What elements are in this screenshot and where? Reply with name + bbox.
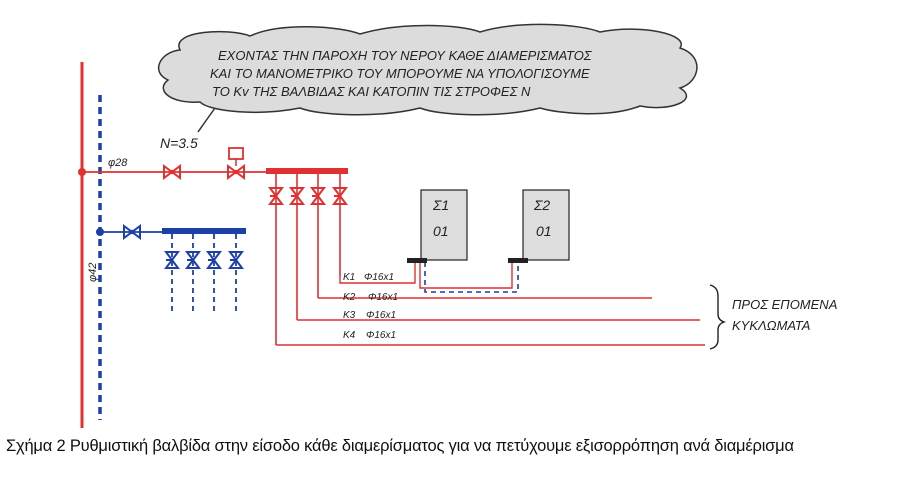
cloud-line-1: ΕΧΟΝΤΑΣ ΤΗΝ ΠΑΡΟΧΗ ΤΟΥ ΝΕΡΟΥ ΚΑΘΕ ΔΙΑΜΕΡ… (218, 48, 593, 63)
cloud-line-2: ΚΑΙ ΤΟ ΜΑΝΟΜΕΤΡΙΚΟ ΤΟΥ ΜΠΟΡΟΥΜΕ ΝΑ ΥΠΟΛΟ… (210, 66, 590, 81)
circuit-k3-id: K3 (343, 310, 356, 321)
return-manifold (162, 228, 246, 234)
supply-manifold-valves (269, 174, 347, 345)
figure-caption: Σχήμα 2 Ρυθμιστική βαλβίδα στην είσοδο κ… (6, 437, 794, 455)
circuit-k3-size: Φ16x1 (366, 310, 396, 321)
unit-s2-name: Σ2 (533, 197, 550, 213)
unit-s1-code: 01 (433, 223, 449, 239)
circuit-k2-size: Φ16x1 (368, 292, 398, 303)
cloud-bubble (157, 23, 698, 116)
pipe-size-label: φ28 (108, 157, 128, 169)
circuit-k2-id: K2 (343, 292, 356, 303)
supply-manifold (266, 168, 348, 174)
unit-return-link (424, 262, 519, 293)
return-manifold-valves (165, 234, 243, 312)
actuator-icon (228, 147, 244, 160)
riser-size-label: φ42 (87, 263, 99, 282)
circuit-k4-id: K4 (343, 330, 356, 341)
unit-s2-code: 01 (536, 223, 552, 239)
next-circuits-line-2: ΚΥΚΛΩΜΑΤΑ (732, 318, 810, 333)
circuit-lines (276, 262, 705, 346)
cloud-line-3: ΤΟ Kv ΤΗΣ ΒΑΛΒΙΔΑΣ ΚΑΙ ΚΑΤΟΠΙΝ ΤΙΣ ΣΤΡΟΦ… (212, 84, 531, 99)
circuit-k1-id: K1 (343, 272, 355, 283)
next-circuits-brace (709, 284, 727, 350)
turns-label: N=3.5 (160, 135, 198, 151)
unit-s1: Σ1 01 (407, 189, 468, 263)
unit-s2: Σ2 01 (508, 189, 570, 263)
circuit-labels: K1 Φ16x1 K2 Φ16x1 K3 Φ16x1 K4 Φ16x1 (343, 272, 398, 341)
unit-s1-name: Σ1 (432, 197, 449, 213)
circuit-k1-size: Φ16x1 (364, 272, 394, 283)
next-circuits-line-1: ΠΡΟΣ ΕΠΟΜΕΝΑ (732, 297, 837, 312)
cloud-pointer (197, 107, 216, 133)
circuit-k4-size: Φ16x1 (366, 330, 396, 341)
